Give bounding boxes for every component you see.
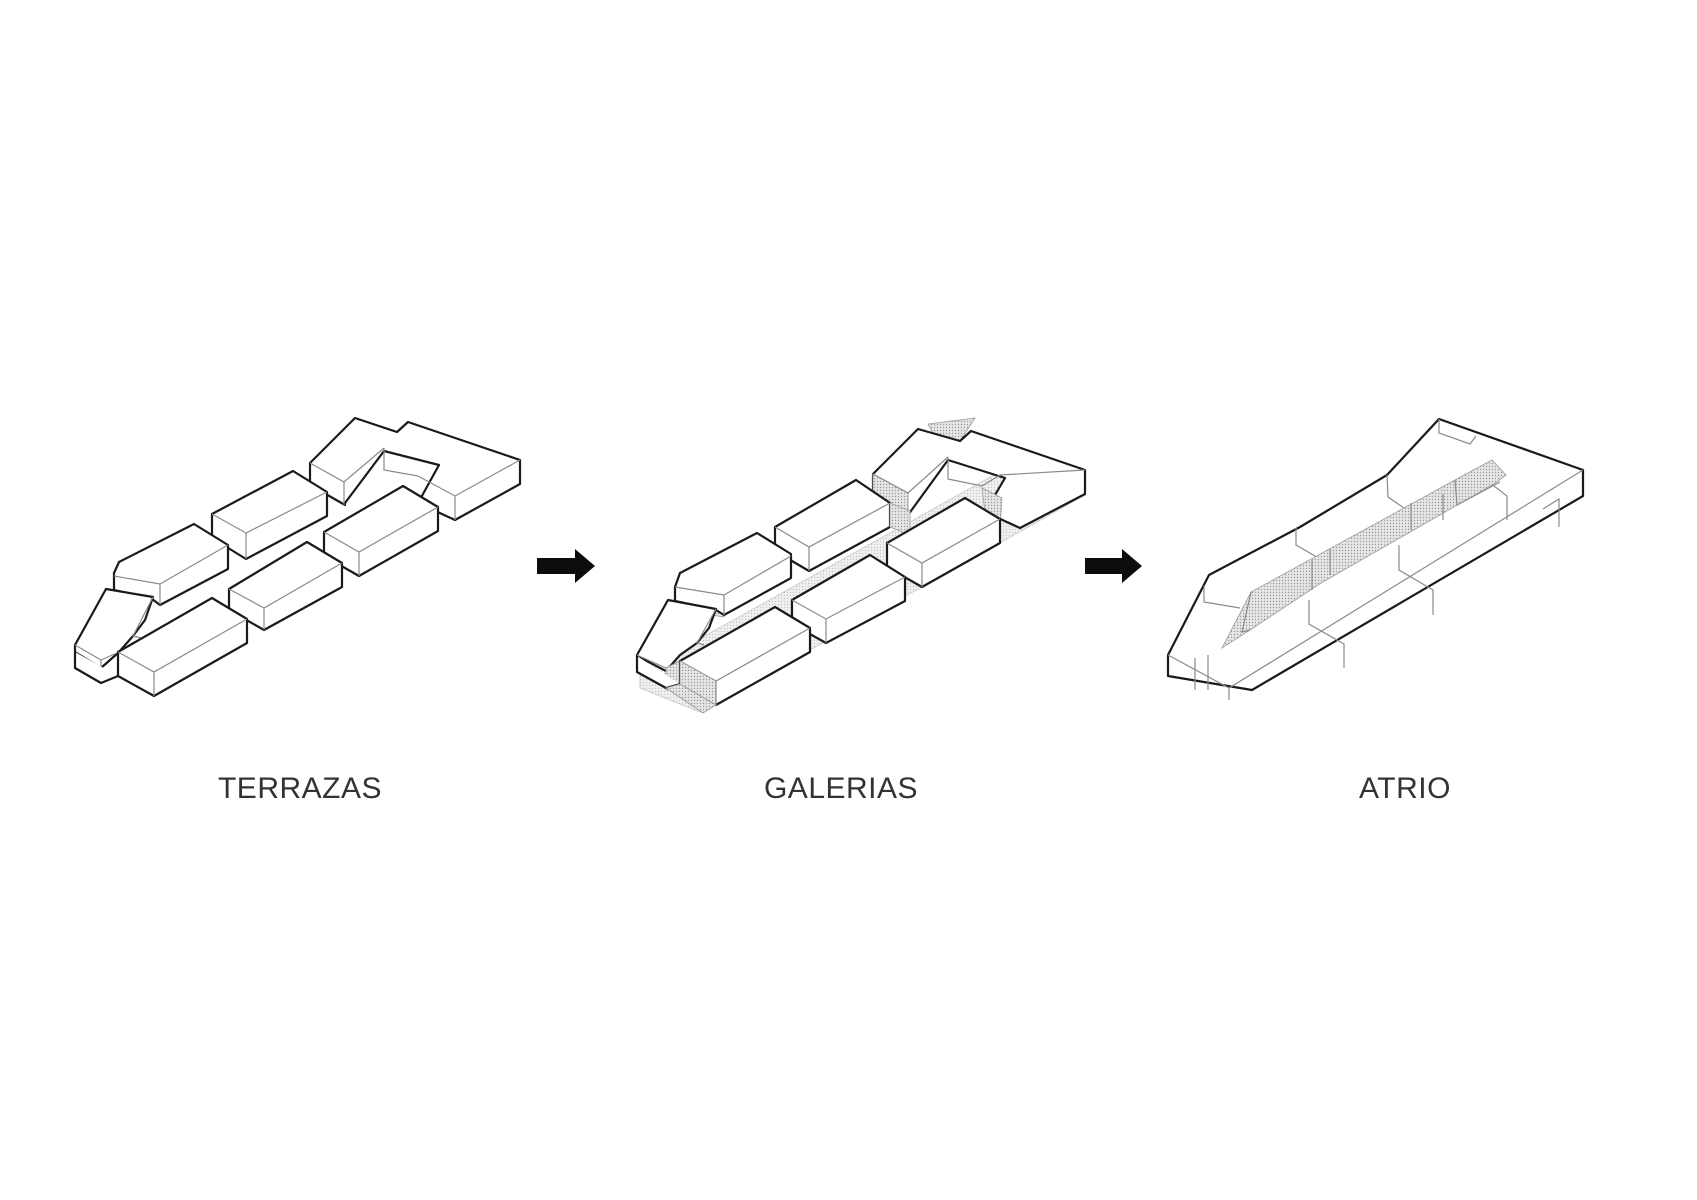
- right-arrow-icon: [537, 549, 595, 583]
- stage-label-galerias: GALERIAS: [763, 772, 919, 805]
- galerias-block-l: [871, 417, 1087, 530]
- stage-label-atrio: ATRIO: [1359, 772, 1451, 805]
- terrazas-block-6: [73, 587, 249, 698]
- terrazas-drawing: [73, 416, 522, 698]
- atrio-drawing: [1166, 417, 1585, 700]
- stage-label-terrazas: TERRAZAS: [217, 772, 383, 805]
- galerias-block-2: [773, 478, 911, 573]
- right-arrow-icon: [1085, 549, 1142, 583]
- terrazas-block-l: [308, 416, 522, 522]
- terrazas-block-5: [227, 540, 344, 632]
- galerias-block-6: [635, 598, 812, 714]
- galerias-drawing: [635, 417, 1087, 714]
